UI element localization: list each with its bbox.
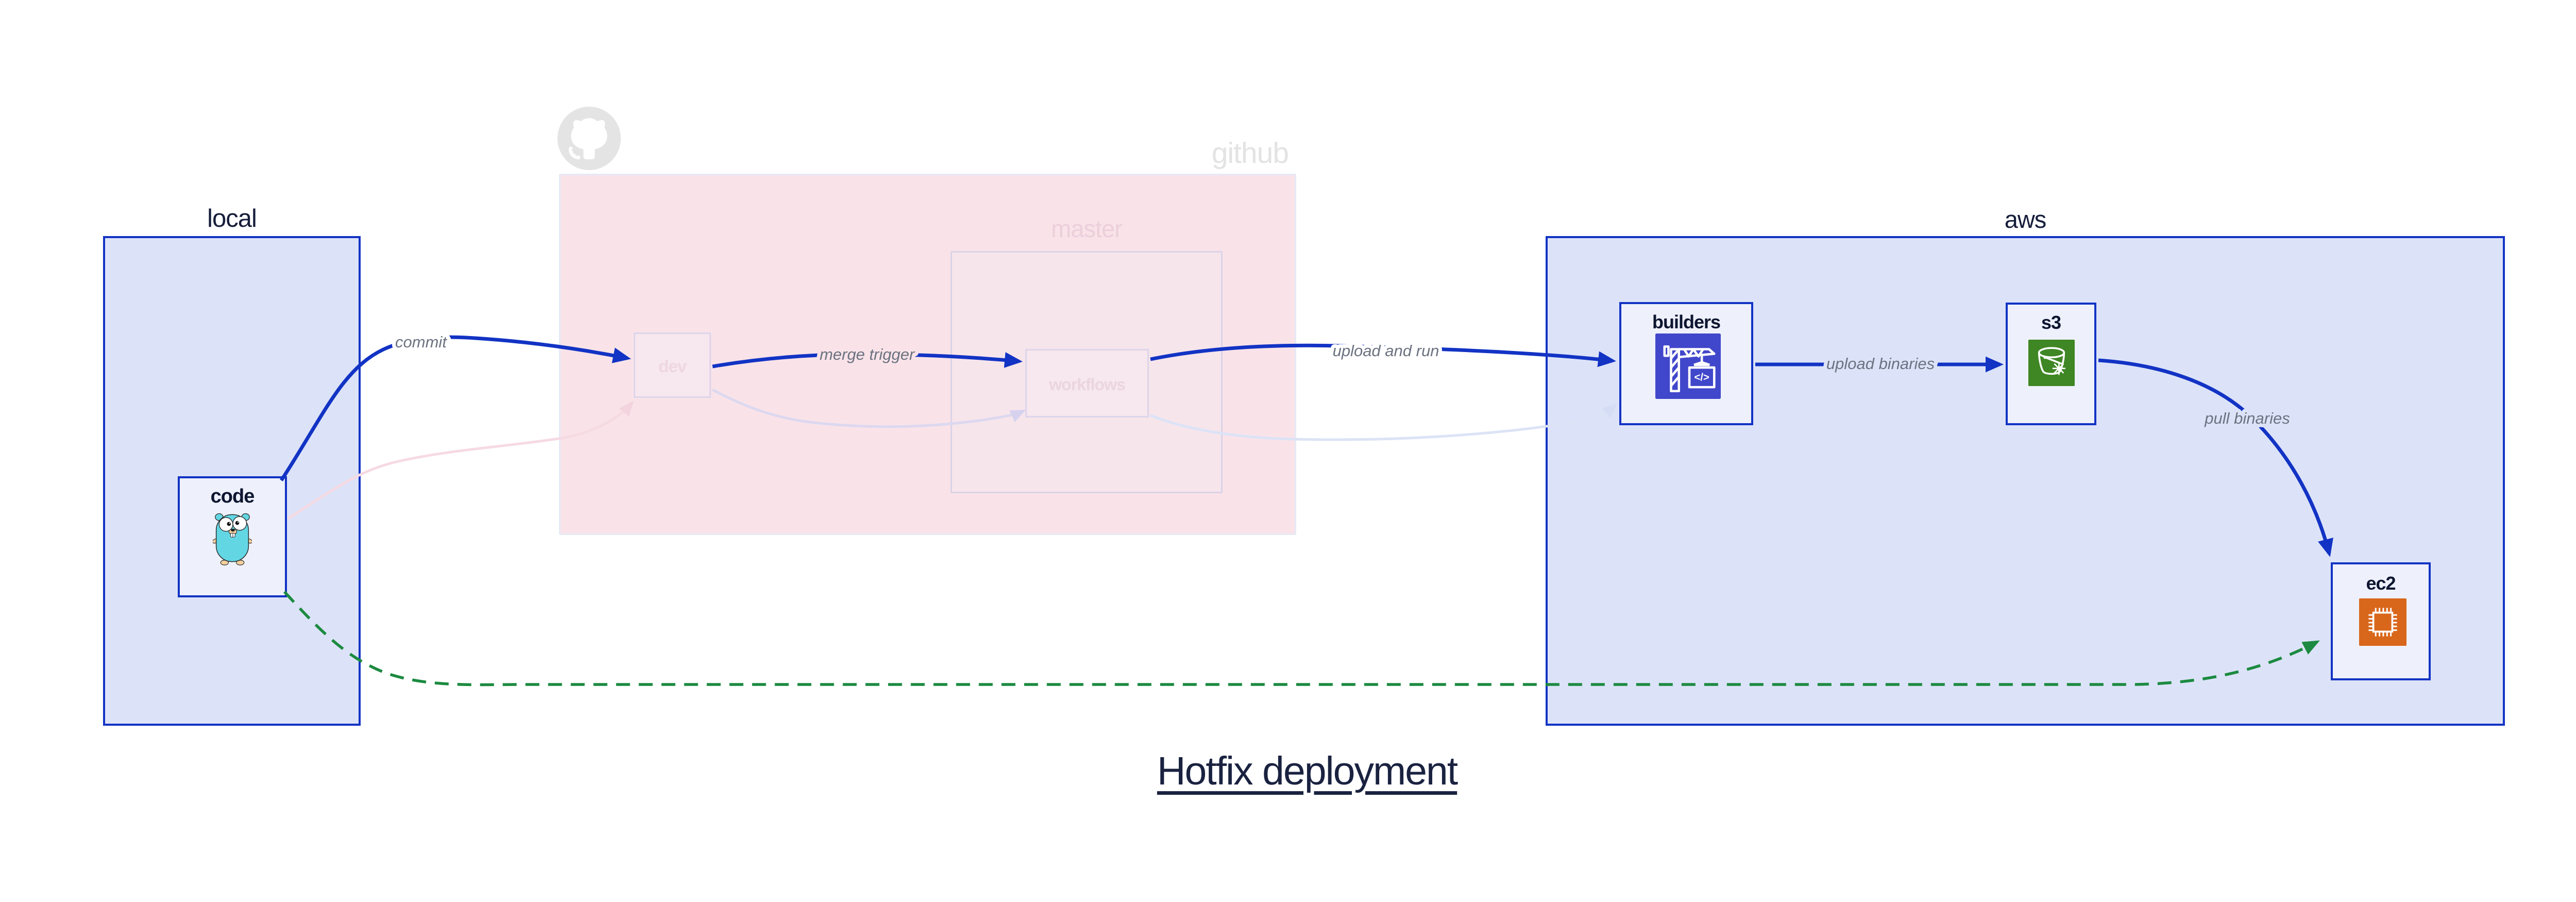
node-s3-label: s3 (2041, 312, 2061, 333)
github-container-label: github (1211, 137, 1289, 170)
codebuild-crane-icon: </> (1655, 333, 1721, 399)
node-builders: builders </> (1619, 302, 1753, 425)
local-container-label: local (207, 205, 257, 232)
node-builders-label: builders (1652, 311, 1721, 332)
master-container-label: master (1051, 215, 1123, 242)
s3-bucket-icon (2028, 340, 2075, 386)
node-workflows-label: workflows (1049, 375, 1125, 394)
node-code-label: code (210, 486, 255, 507)
node-ec2-label: ec2 (2366, 573, 2396, 594)
edge-upload-and-run-label: upload and run (1333, 342, 1439, 360)
node-dev-label: dev (658, 357, 687, 376)
aws-container-label: aws (2004, 206, 2047, 233)
node-s3: s3 (2006, 303, 2096, 425)
node-code: code (178, 476, 287, 597)
diagram-title: Hotfix deployment (1157, 749, 1458, 793)
node-ec2: ec2 (2331, 562, 2431, 680)
node-workflows: workflows (1025, 349, 1149, 417)
github-octocat-icon (557, 107, 621, 170)
node-dev: dev (634, 332, 711, 398)
ec2-chip-icon (2359, 598, 2406, 646)
edge-commit-label: commit (395, 333, 447, 351)
svg-text:</>: </> (1694, 372, 1709, 383)
go-gopher-icon (213, 513, 252, 565)
